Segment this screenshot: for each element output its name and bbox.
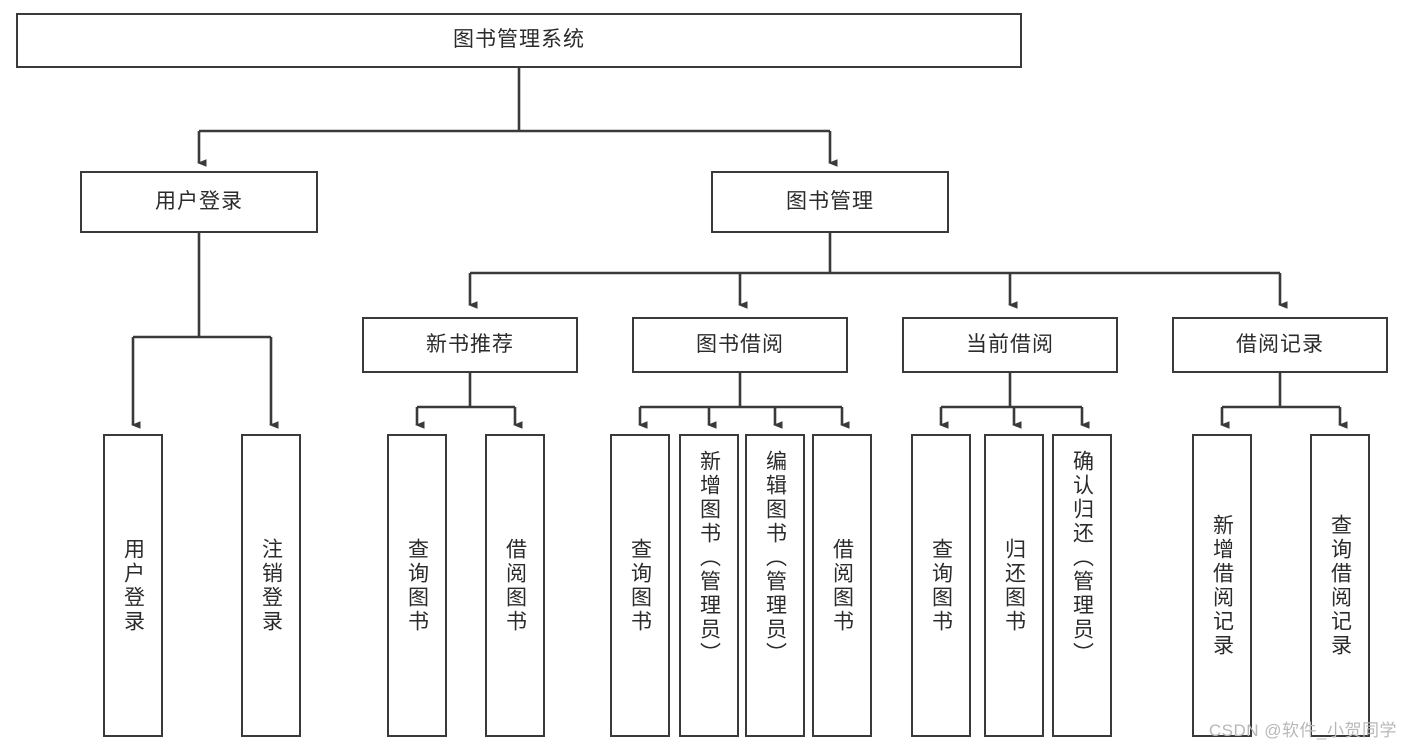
node-leaf-query-book-1[interactable]: 查询图书	[387, 434, 447, 737]
node-leaf-query-book-2[interactable]: 查询图书	[610, 434, 670, 737]
node-label: 图书管理	[786, 189, 874, 213]
node-borrow-record[interactable]: 借阅记录	[1172, 317, 1388, 373]
node-label: 编辑图书（管理员）	[763, 450, 787, 666]
node-leaf-return-book[interactable]: 归还图书	[984, 434, 1044, 737]
node-label: 当前借阅	[966, 332, 1054, 356]
node-book-management-system[interactable]: 图书管理系统	[16, 13, 1022, 68]
node-label: 借阅记录	[1236, 332, 1324, 356]
node-current-borrow[interactable]: 当前借阅	[902, 317, 1118, 373]
node-label: 用户登录	[155, 189, 243, 213]
node-leaf-borrow-book-2[interactable]: 借阅图书	[812, 434, 872, 737]
node-leaf-query-book-3[interactable]: 查询图书	[911, 434, 971, 737]
node-label: 查询图书	[405, 537, 429, 634]
node-book-management[interactable]: 图书管理	[711, 171, 949, 233]
node-leaf-logout-login[interactable]: 注销登录	[241, 434, 301, 737]
node-label: 查询图书	[929, 537, 953, 634]
node-leaf-add-record[interactable]: 新增借阅记录	[1192, 434, 1252, 737]
node-label: 归还图书	[1002, 537, 1026, 634]
node-book-borrow[interactable]: 图书借阅	[632, 317, 848, 373]
node-label: 查询借阅记录	[1328, 513, 1352, 658]
node-leaf-confirm-return[interactable]: 确认归还（管理员）	[1052, 434, 1112, 737]
node-leaf-borrow-book-1[interactable]: 借阅图书	[485, 434, 545, 737]
node-leaf-edit-book[interactable]: 编辑图书（管理员）	[745, 434, 805, 737]
node-label: 借阅图书	[830, 537, 854, 634]
node-label: 用户登录	[121, 537, 145, 634]
node-leaf-add-book[interactable]: 新增图书（管理员）	[679, 434, 739, 737]
node-label: 新书推荐	[426, 332, 514, 356]
node-label: 查询图书	[628, 537, 652, 634]
node-label: 注销登录	[259, 537, 283, 634]
node-label: 借阅图书	[503, 537, 527, 634]
node-label: 新增图书（管理员）	[697, 450, 721, 666]
node-label: 新增借阅记录	[1210, 513, 1234, 658]
node-user-login[interactable]: 用户登录	[80, 171, 318, 233]
node-new-book-recommend[interactable]: 新书推荐	[362, 317, 578, 373]
node-label: 图书管理系统	[453, 28, 585, 52]
node-label: 确认归还（管理员）	[1070, 450, 1094, 666]
node-leaf-query-record[interactable]: 查询借阅记录	[1310, 434, 1370, 737]
node-leaf-user-login[interactable]: 用户登录	[103, 434, 163, 737]
node-label: 图书借阅	[696, 332, 784, 356]
